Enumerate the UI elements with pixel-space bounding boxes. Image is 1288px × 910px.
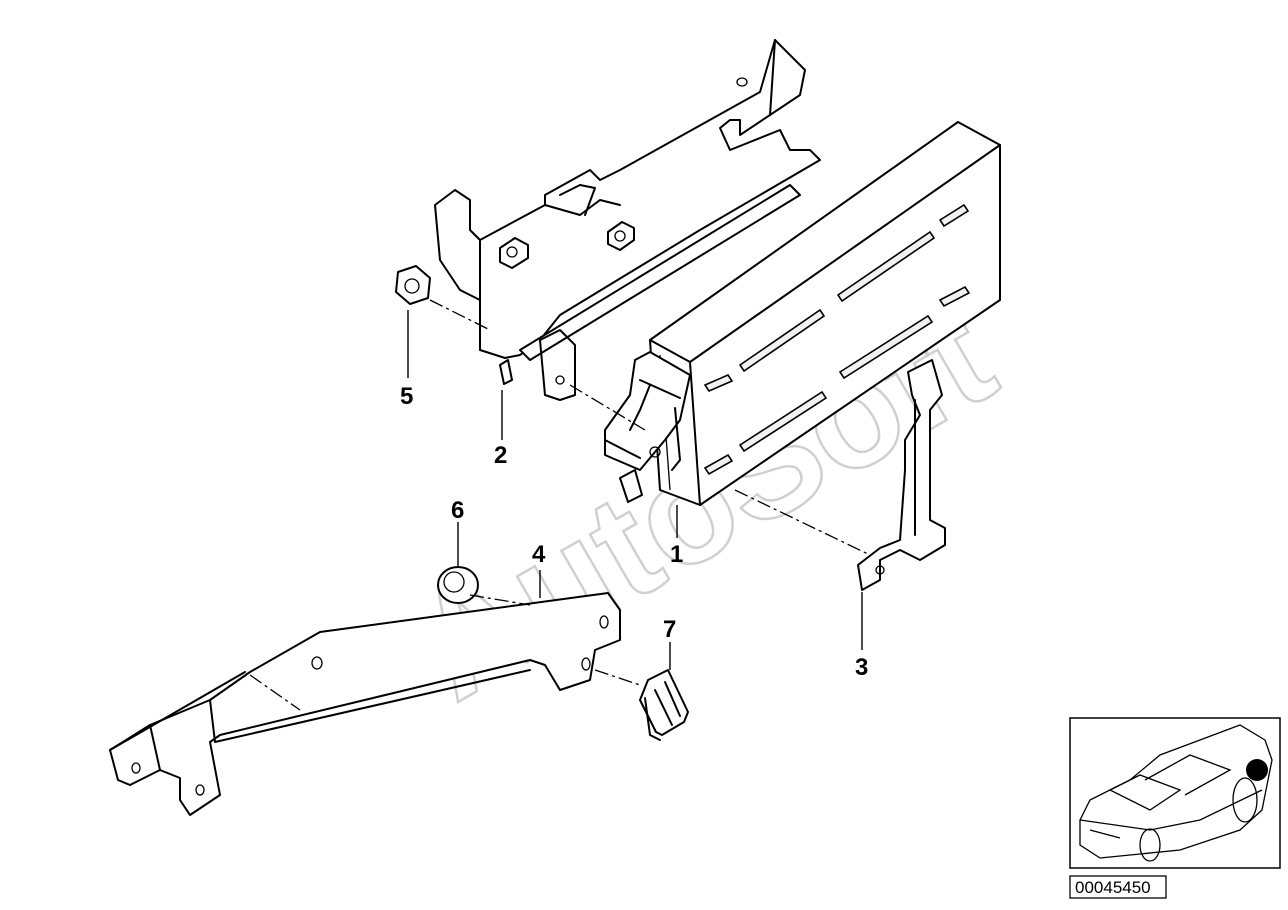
assembly-line-lower: [249, 674, 301, 711]
callout-7[interactable]: 7: [663, 616, 676, 643]
callout-4[interactable]: 4: [532, 541, 546, 568]
assembly-line-grommet-bracket: [469, 594, 531, 606]
document-number: 00045450: [1075, 878, 1151, 897]
side-holder[interactable]: [857, 359, 946, 591]
callout-6[interactable]: 6: [451, 497, 464, 524]
assembly-line-bracket-clip: [594, 669, 641, 686]
assembly-line-bracket-unit: [569, 384, 646, 431]
vehicle-thumbnail: [1069, 717, 1281, 869]
control-unit[interactable]: [604, 121, 1001, 506]
hex-nut[interactable]: [395, 265, 431, 305]
grommet-nut[interactable]: [437, 566, 479, 604]
callout-2[interactable]: 2: [494, 442, 507, 469]
location-marker: [1246, 759, 1268, 781]
spring-clip[interactable]: [639, 669, 689, 741]
callout-1[interactable]: 1: [670, 541, 683, 568]
upper-mounting-bracket[interactable]: [434, 39, 821, 401]
lower-long-bracket[interactable]: [109, 592, 621, 816]
callout-5[interactable]: 5: [400, 383, 413, 410]
document-number-box: 00045450: [1069, 875, 1167, 899]
callout-3[interactable]: 3: [855, 654, 868, 681]
assembly-line-nut-bracket: [429, 299, 491, 331]
